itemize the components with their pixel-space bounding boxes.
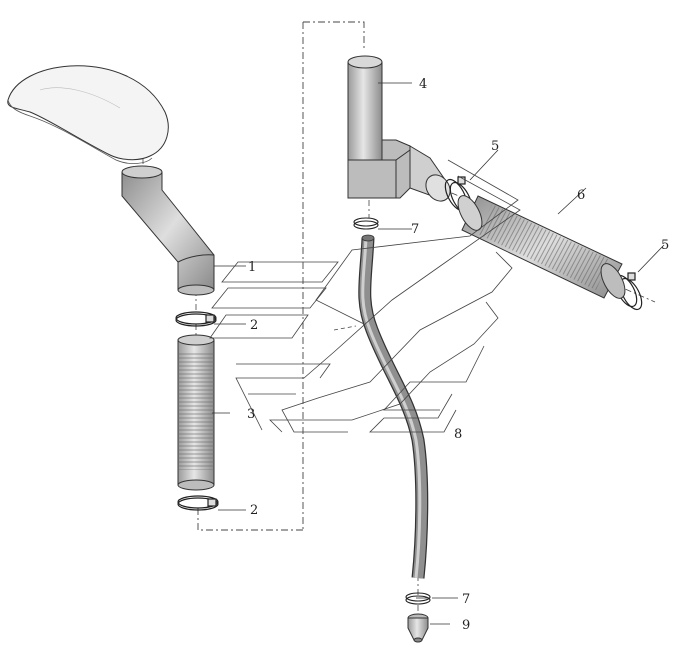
callout-labels: 1 2 3 2 4 5 6 5 7 8 7 9 — [247, 77, 669, 633]
callout-4: 4 — [419, 77, 427, 92]
callout-5-upper: 5 — [491, 139, 499, 154]
hose-clamp-7-lower — [405, 592, 431, 605]
assembly-boundary — [197, 21, 365, 531]
callout-6: 6 — [577, 188, 585, 203]
elbow-housing — [347, 55, 451, 202]
air-cleaner-cover — [7, 65, 169, 164]
leader-lines — [212, 82, 665, 625]
hose-clamp-upper — [175, 311, 217, 327]
callout-2-lower: 2 — [250, 503, 258, 518]
hose-clamp-7-upper — [353, 217, 379, 230]
callout-5-lower: 5 — [661, 238, 669, 253]
mounting-bracket-frames — [209, 159, 521, 433]
corrugated-hose-vertical — [177, 334, 215, 491]
callout-9: 9 — [462, 618, 470, 633]
callout-8: 8 — [454, 427, 462, 442]
callout-3: 3 — [247, 407, 255, 422]
bent-drain-tube — [358, 234, 429, 579]
callout-1: 1 — [248, 260, 256, 275]
end-fitting — [407, 613, 429, 643]
callout-7-lower: 7 — [462, 592, 470, 607]
corrugated-hose-diagonal — [457, 195, 626, 299]
callout-2-upper: 2 — [250, 318, 258, 333]
callout-7-upper: 7 — [411, 222, 419, 237]
hose-clamp-lower — [177, 495, 219, 511]
intake-elbow-pipe — [121, 165, 215, 296]
